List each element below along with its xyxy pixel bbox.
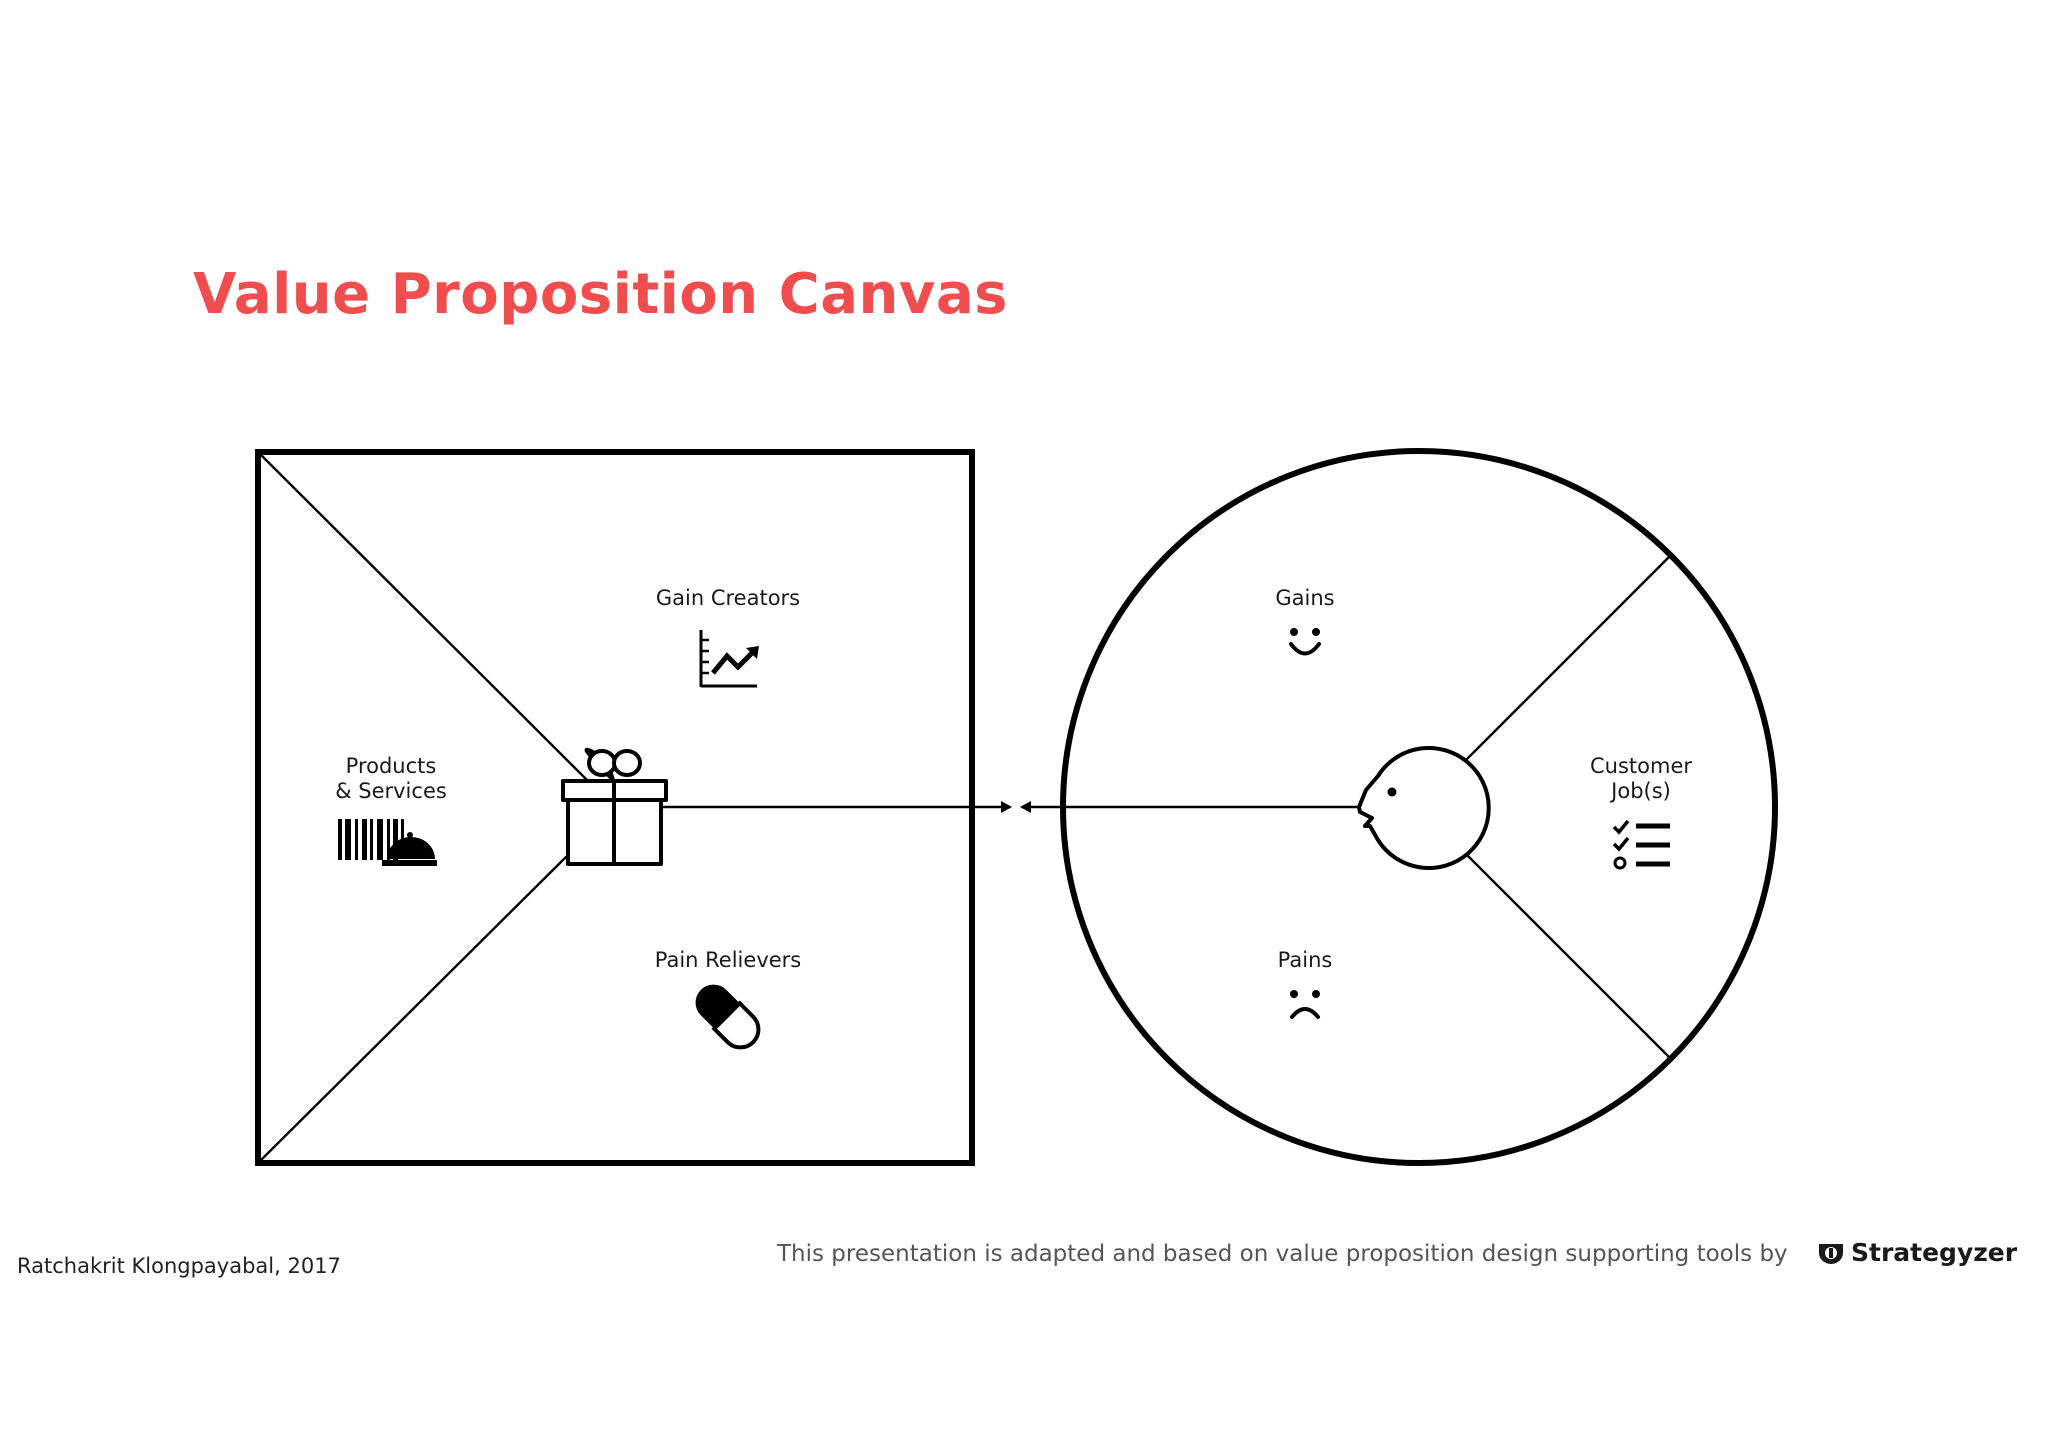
arrow-head-left <box>1020 801 1031 813</box>
brand-name: Strategyzer <box>1851 1238 2018 1267</box>
gain-creators-label: Gain Creators <box>655 586 801 610</box>
pain-relievers-label: Pain Relievers <box>654 948 802 972</box>
products-services-label-line1: Products <box>345 754 437 778</box>
pains-label: Pains <box>1277 948 1333 972</box>
smiley-face-icon <box>1289 628 1321 656</box>
checklist-icon <box>1612 819 1670 870</box>
author-credit: Ratchakrit Klongpayabal, 2017 <box>17 1254 341 1278</box>
customer-profile-divider-top <box>1461 554 1672 765</box>
customer-head-icon <box>1357 746 1491 870</box>
customer-profile <box>1060 448 1778 1166</box>
customer-jobs-label-line2: Job(s) <box>1611 779 1671 803</box>
products-services-label: Products & Services <box>335 754 447 804</box>
value-map-divider-bottom <box>259 854 569 1162</box>
sad-face-icon <box>1290 990 1320 1019</box>
barcode-service-bell-icon <box>338 819 437 866</box>
customer-jobs-label: Customer Job(s) <box>1590 754 1692 804</box>
strategyzer-logo-icon <box>1819 1243 1843 1264</box>
gains-label: Gains <box>1275 586 1335 610</box>
customer-profile-divider-bottom <box>1461 849 1672 1060</box>
arrow-head-right <box>1001 801 1012 813</box>
brand-logo: Strategyzer <box>1815 1238 2017 1267</box>
page-title: Value Proposition Canvas <box>193 262 1009 327</box>
customer-profile-circle <box>1060 448 1778 1166</box>
attribution-text: This presentation is adapted and based o… <box>777 1241 1788 1267</box>
value-map-divider-top <box>259 453 588 781</box>
products-services-label-line2: & Services <box>335 779 447 803</box>
pill-icon <box>695 984 761 1050</box>
gift-box-icon <box>561 747 668 866</box>
customer-jobs-label-line1: Customer <box>1589 754 1693 778</box>
fit-arrows <box>662 801 1360 813</box>
chart-up-icon <box>699 630 759 688</box>
